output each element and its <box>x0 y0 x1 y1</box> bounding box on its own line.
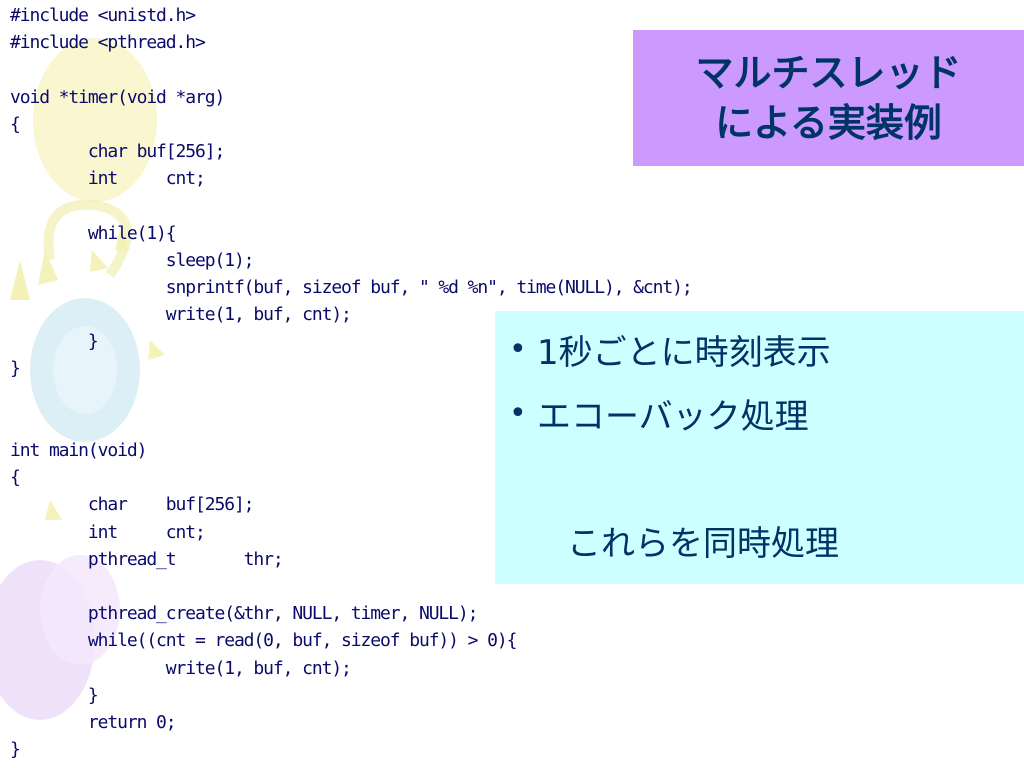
code-line: return 0; <box>10 711 177 733</box>
code-line: #include <unistd.h> <box>10 5 196 26</box>
code-line: write(1, buf, cnt); <box>10 657 352 679</box>
slide-title-line2: による実装例 <box>715 101 942 145</box>
slide-title-line1: マルチスレッド <box>695 51 962 95</box>
code-line <box>10 192 692 219</box>
code-line: { <box>10 467 21 489</box>
code-line: write(1, buf, cnt); <box>10 304 352 326</box>
code-line: while(1){ <box>10 222 177 244</box>
code-line: int cnt; <box>10 168 206 190</box>
bullet-text: 1秒ごとに時刻表示 <box>537 333 831 373</box>
bullet-item: • エコーバック処理 <box>509 389 809 438</box>
confetti-shapes <box>10 230 165 520</box>
slide-title-box: マルチスレッド による実装例 <box>633 30 1024 166</box>
bullet-icon: • <box>509 332 527 367</box>
code-line: pthread_create(&thr, NULL, timer, NULL); <box>10 603 479 625</box>
code-line: #include <pthread.h> <box>10 32 206 54</box>
code-line <box>10 56 692 83</box>
code-line: int main(void) <box>10 440 147 461</box>
code-line: pthread_t thr; <box>10 548 284 570</box>
summary-note: これらを同時処理 <box>567 524 839 564</box>
code-line: } <box>10 684 99 706</box>
info-box: • 1秒ごとに時刻表示 • エコーバック処理 これらを同時処理 <box>495 311 1024 584</box>
code-line: { <box>10 113 21 135</box>
code-line: void *timer(void *arg) <box>10 86 225 108</box>
balloon-purple <box>0 555 120 720</box>
code-listing: #include <unistd.h> #include <pthread.h> v… <box>10 2 693 763</box>
code-line: snprintf(buf, sizeof buf, " %d %n", time… <box>10 276 693 298</box>
bullet-text: エコーバック処理 <box>537 397 809 437</box>
code-line: } <box>10 358 21 380</box>
code-line: while((cnt = read(0, buf, sizeof buf)) >… <box>10 630 518 652</box>
bullet-icon: • <box>509 396 527 431</box>
code-line: char buf[256]; <box>10 140 225 162</box>
bullet-item: • 1秒ごとに時刻表示 <box>509 325 831 374</box>
code-line: } <box>10 739 21 761</box>
code-line: sleep(1); <box>10 249 255 271</box>
code-line: char buf[256]; <box>10 494 255 516</box>
balloon-blue <box>30 298 140 442</box>
code-line: } <box>10 331 99 353</box>
code-line: int cnt; <box>10 521 206 543</box>
